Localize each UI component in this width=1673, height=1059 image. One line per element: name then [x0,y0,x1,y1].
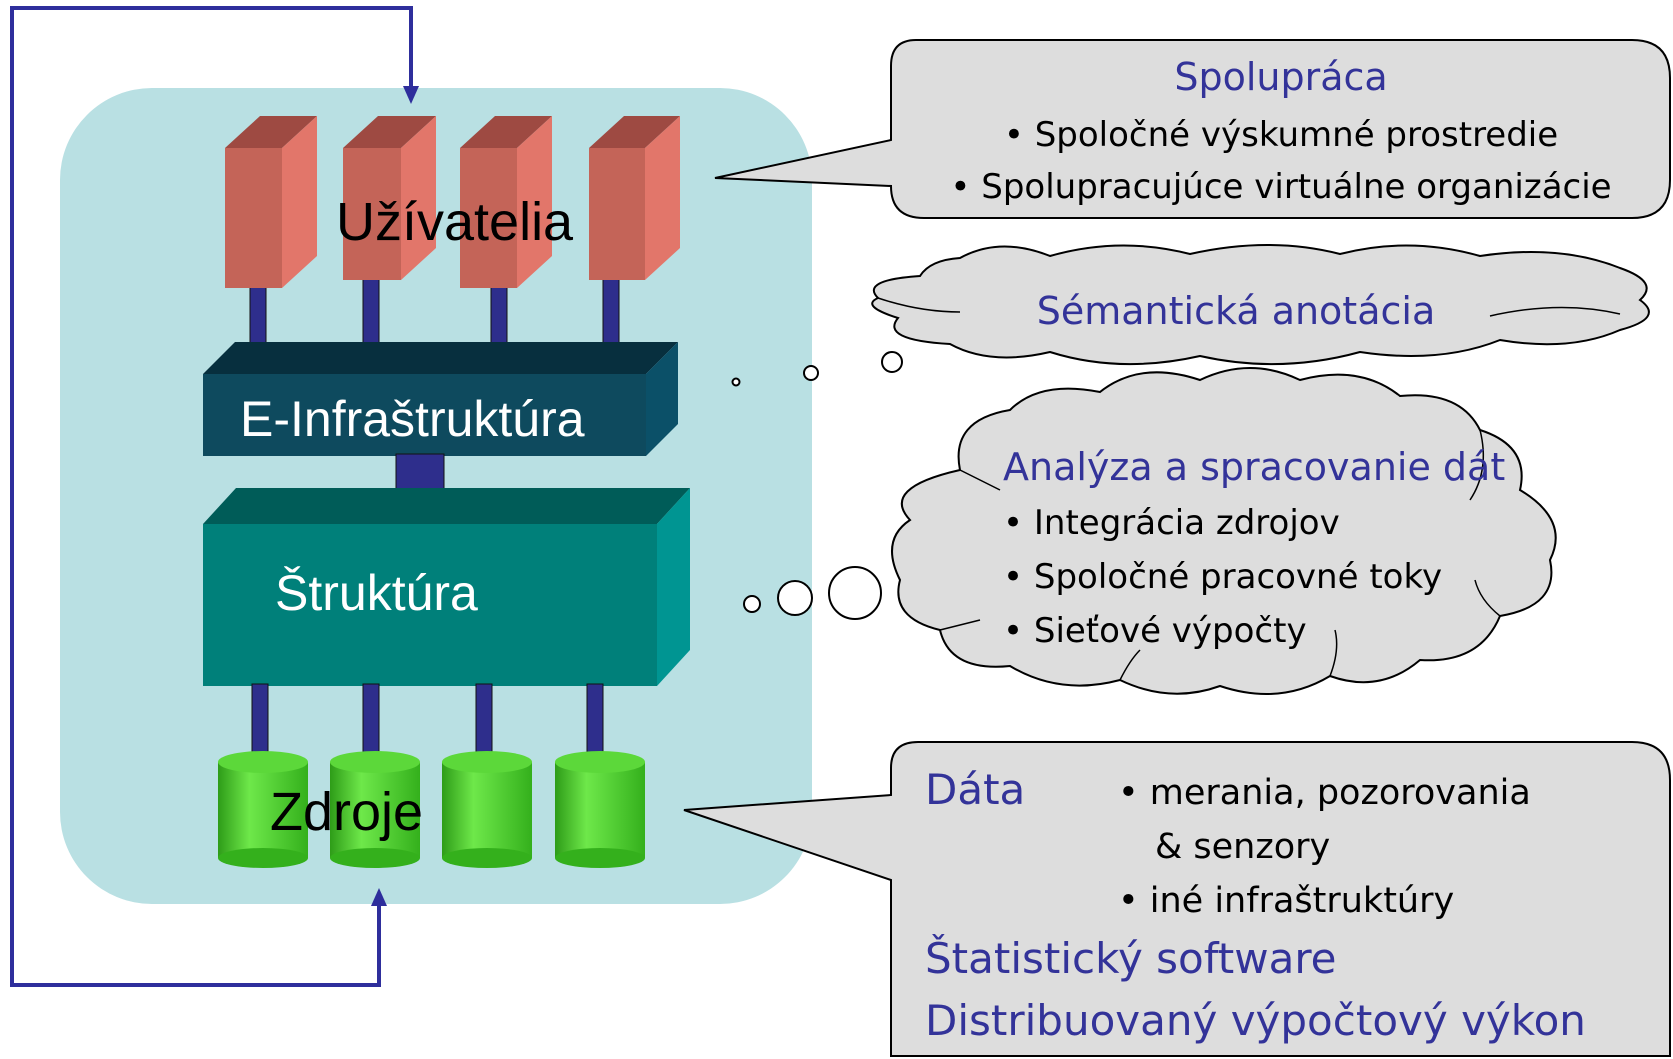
analysis-cloud [891,367,1557,695]
resource-cylinder [330,751,420,868]
collaboration-item: • Spoločné výskumné prostredie [1004,115,1558,155]
semantic-cloud-interior-lines [877,297,1621,317]
e-infrastructure-bar [203,342,678,456]
semantic-title: Sémantická anotácia [1037,289,1435,333]
structure-block [203,488,690,686]
resource-connectors [251,683,604,765]
analysis-title: Analýza a spracovanie dát [1003,445,1505,489]
data-item: • iné infraštruktúry [1118,881,1454,921]
user-block [589,116,680,280]
collaboration-title: Spolupráca [1174,55,1387,99]
data-line-computing: Distribuovaný výpočtový výkon [925,996,1586,1045]
analysis-item: • Sieťové výpočty [1003,611,1307,651]
user-block [343,116,436,280]
analysis-thought-bubbles [743,566,882,620]
semantic-thought-bubbles [731,351,903,387]
semantic-cloud [871,244,1650,366]
analysis-cloud-interior-lines [939,429,1501,681]
users-label: Užívatelia [336,192,574,252]
e-infrastructure-label: E-Infraštruktúra [240,391,585,447]
feedback-loop-arrow [10,6,419,987]
structure-label: Štruktúra [275,565,478,621]
user-block [225,116,317,288]
data-item: • merania, pozorovania [1118,773,1531,813]
data-callout [683,741,1671,1057]
resource-cylinder [442,751,532,868]
data-title: Dáta [925,765,1025,814]
analysis-item: • Integrácia zdrojov [1003,503,1340,543]
resources-label: Zdroje [270,782,423,842]
data-item: & senzory [1155,827,1330,867]
collaboration-item: • Spolupracujúce virtuálne organizácie [950,167,1611,207]
resource-cylinder [555,751,645,868]
collaboration-callout [714,39,1671,219]
resource-cylinder [218,751,308,868]
data-line-statistics: Štatistický software [925,933,1337,983]
analysis-item: • Spoločné pracovné toky [1003,557,1442,597]
user-block [460,116,552,288]
